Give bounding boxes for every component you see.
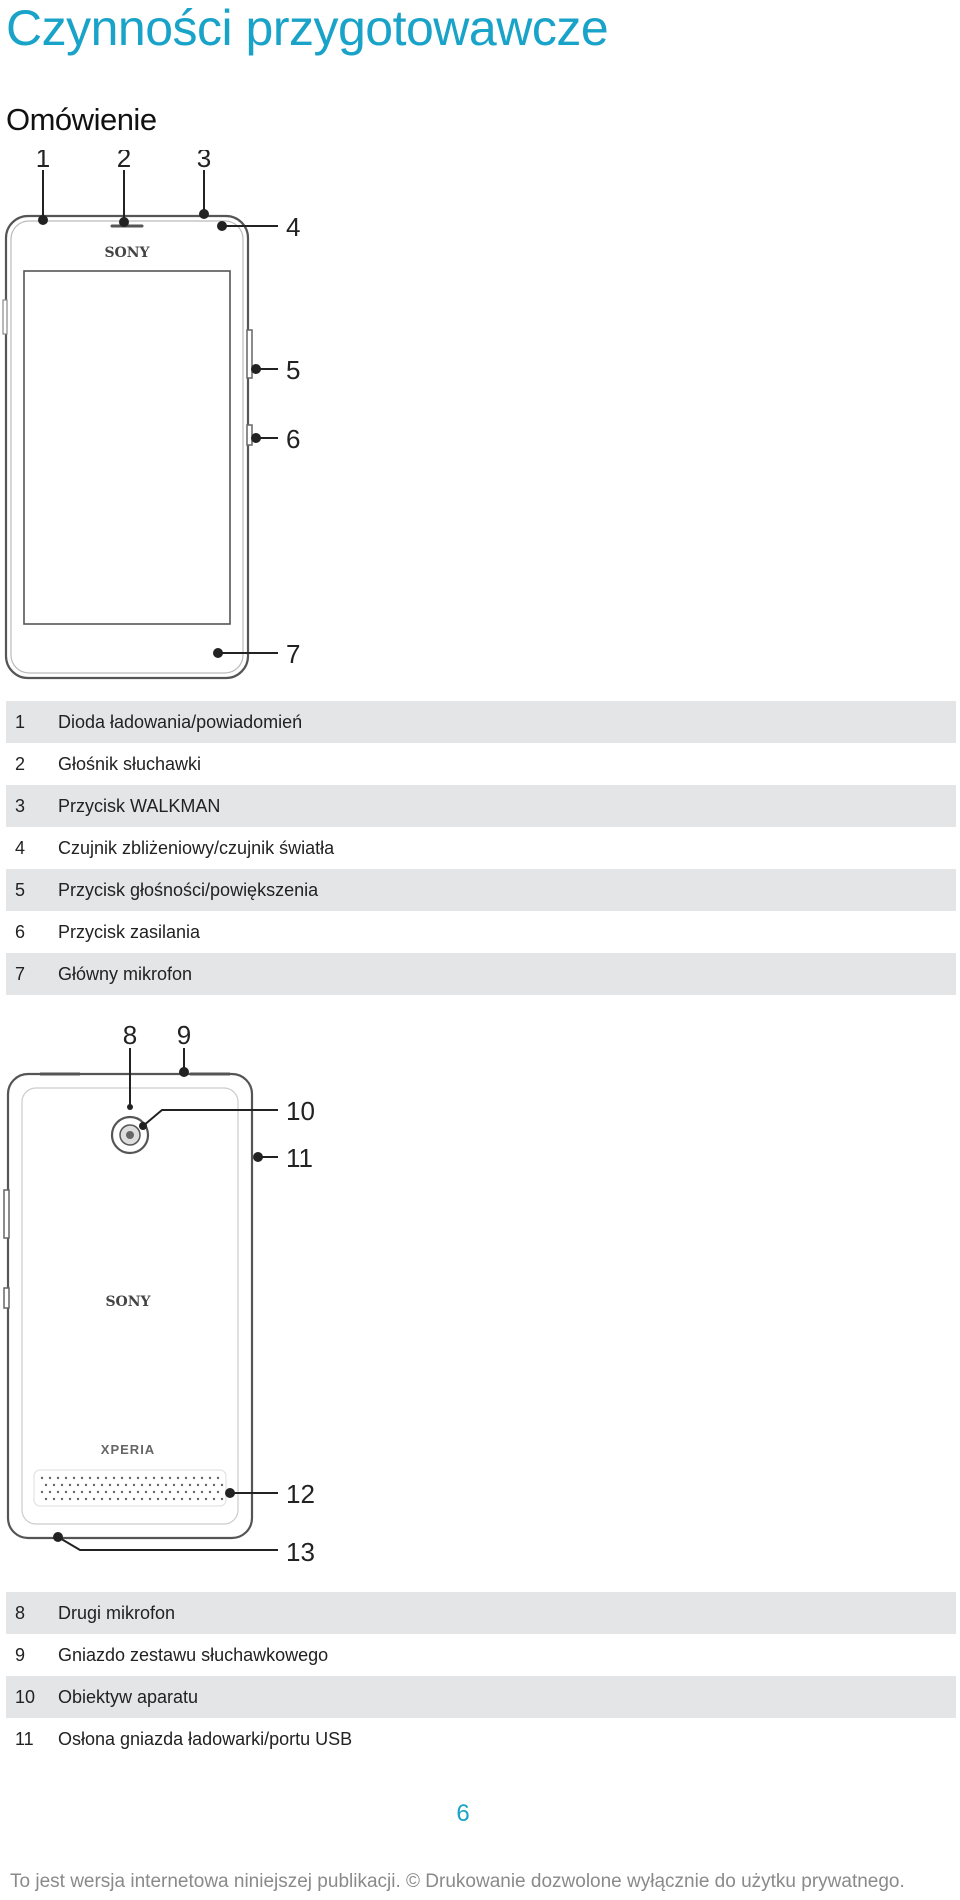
callout-7: 7 (286, 639, 300, 669)
section-title: Omówienie (6, 102, 157, 137)
legend-number: 1 (6, 701, 58, 743)
legend-number: 10 (6, 1676, 58, 1718)
legend-row: 3 Przycisk WALKMAN (6, 785, 956, 827)
page-title: Czynności przygotowawcze (6, 0, 609, 56)
legend-number: 9 (15, 1644, 26, 1665)
legend-row: 11 Osłona gniazda ładowarki/portu USB (6, 1718, 956, 1760)
callout-9: 9 (177, 1020, 191, 1050)
callout-11: 11 (286, 1143, 313, 1173)
callout-4: 4 (286, 212, 300, 242)
legend-label: Główny mikrofon (58, 953, 956, 995)
legend-label: Obiektyw aparatu (58, 1676, 956, 1718)
back-brand-logo: SONY (105, 1294, 151, 1310)
front-brand-logo: SONY (104, 245, 150, 261)
legend-label: Głośnik słuchawki (58, 753, 202, 774)
legend-number: 6 (15, 921, 26, 942)
legend-number: 4 (15, 837, 26, 858)
callout-2: 2 (117, 150, 131, 173)
legend-label: Przycisk głośności/powiększenia (58, 869, 956, 911)
legend-label: Gniazdo zestawu słuchawkowego (58, 1644, 329, 1665)
front-phone-diagram: SONY 1 2 3 4 5 6 7 (2, 150, 300, 680)
callout-1: 1 (36, 150, 50, 173)
legend-number: 11 (15, 1728, 34, 1749)
back-brand-xperia: XPERIA (101, 1442, 155, 1457)
legend-label: Dioda ładowania/powiadomień (58, 701, 956, 743)
legend-row: 7 Główny mikrofon (6, 953, 956, 995)
callout-5: 5 (286, 355, 300, 385)
legend-row: 8 Drugi mikrofon (6, 1592, 956, 1634)
front-legend-table: 1 Dioda ładowania/powiadomień 2 Głośnik … (6, 701, 956, 995)
legend-row: 1 Dioda ładowania/powiadomień (6, 701, 956, 743)
back-legend-table: 8 Drugi mikrofon 9 Gniazdo zestawu słuch… (6, 1592, 956, 1760)
legend-number: 5 (6, 869, 58, 911)
legend-number: 3 (6, 785, 58, 827)
legend-label: Przycisk zasilania (58, 921, 201, 942)
legend-row: 2 Głośnik słuchawki (6, 743, 956, 785)
callout-6: 6 (286, 424, 300, 454)
legend-row: 10 Obiektyw aparatu (6, 1676, 956, 1718)
legend-row: 5 Przycisk głośności/powiększenia (6, 869, 956, 911)
page-number: 6 (456, 1800, 470, 1827)
legend-row: 6 Przycisk zasilania (6, 911, 956, 953)
footer-notice: To jest wersja internetowa niniejszej pu… (10, 1871, 905, 1892)
callout-13: 13 (286, 1537, 315, 1567)
legend-label: Drugi mikrofon (58, 1592, 956, 1634)
back-phone-diagram: SONY XPERIA 8 9 10 11 12 13 (3, 1020, 315, 1567)
callout-3: 3 (197, 150, 211, 173)
legend-label: Przycisk WALKMAN (58, 785, 956, 827)
legend-number: 8 (6, 1592, 58, 1634)
legend-label: Czujnik zbliżeniowy/czujnik światła (58, 837, 335, 858)
legend-number: 2 (15, 753, 26, 774)
callout-8: 8 (123, 1020, 137, 1050)
callout-12: 12 (286, 1479, 315, 1509)
legend-row: 4 Czujnik zbliżeniowy/czujnik światła (6, 827, 956, 869)
legend-label: Osłona gniazda ładowarki/portu USB (58, 1728, 353, 1749)
callout-10: 10 (286, 1096, 315, 1126)
legend-number: 7 (6, 953, 58, 995)
legend-row: 9 Gniazdo zestawu słuchawkowego (6, 1634, 956, 1676)
